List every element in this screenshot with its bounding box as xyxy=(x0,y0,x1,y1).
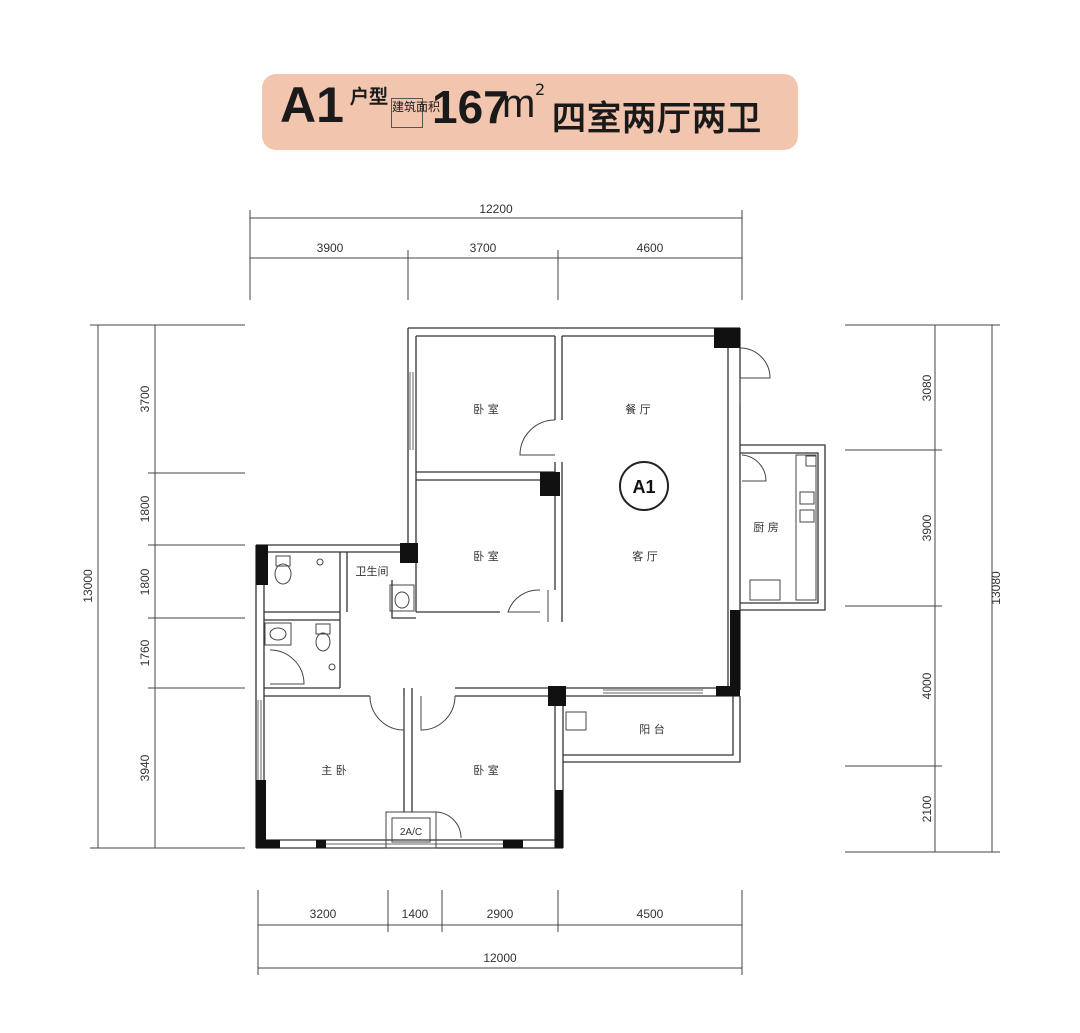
room-label-kitchen: 厨 房 xyxy=(753,521,779,534)
dim-left-seg: 1800 xyxy=(138,568,152,595)
dim-top-total: 12200 xyxy=(479,202,513,216)
room-label-bedroom: 卧 室 xyxy=(473,402,499,416)
area-unit: m xyxy=(502,82,536,126)
room-label-bedroom: 卧 室 xyxy=(473,549,499,563)
layout-description: 四室两厅两卫 xyxy=(552,99,762,139)
bottom-dimensions xyxy=(257,890,743,975)
dim-right-seg: 3900 xyxy=(920,514,934,541)
dim-top-seg: 4600 xyxy=(637,241,664,255)
room-label-living: 客 厅 xyxy=(632,549,658,563)
dim-left-seg: 1760 xyxy=(138,639,152,666)
dim-left-total: 13000 xyxy=(81,569,95,603)
stove-icon xyxy=(799,509,815,523)
room-label-dining: 餐 厅 xyxy=(625,402,651,416)
dim-bottom-seg: 2900 xyxy=(487,907,514,921)
toilet-icon xyxy=(275,555,291,567)
room-label-bedroom: 卧 室 xyxy=(473,763,499,777)
unit-marker: A1 xyxy=(632,477,655,497)
dim-right-seg: 3080 xyxy=(920,374,934,401)
kitchen-sink-icon xyxy=(749,579,781,601)
dim-top-seg: 3900 xyxy=(317,241,344,255)
ac-unit xyxy=(385,811,437,849)
area-unit-superscript: 2 xyxy=(535,80,546,99)
toilet-icon xyxy=(315,632,331,652)
balcony-basin-icon xyxy=(565,711,587,731)
ac-label: 2A/C xyxy=(400,827,422,838)
sink-icon xyxy=(264,622,292,646)
stove-icon xyxy=(799,491,815,505)
left-dimensions xyxy=(90,324,245,849)
toilet-icon xyxy=(274,563,292,585)
dim-bottom-seg: 3200 xyxy=(310,907,337,921)
shower-icon xyxy=(328,663,336,671)
doors xyxy=(269,347,771,839)
fixtures xyxy=(264,454,817,849)
ac-unit-inner xyxy=(391,817,431,843)
windows xyxy=(257,372,703,845)
room-label-bathroom: 卫生间 xyxy=(356,564,389,578)
dim-bottom-total: 12000 xyxy=(483,951,517,965)
dim-left-seg: 3700 xyxy=(138,385,152,412)
unit-marker-circle xyxy=(619,461,669,511)
unit-code: A1 xyxy=(280,77,344,133)
dim-top-seg: 3700 xyxy=(470,241,497,255)
dim-right-total: 13080 xyxy=(989,571,1003,605)
toilet-icon xyxy=(315,623,331,635)
shower-icon xyxy=(316,558,324,566)
dim-left-seg: 3940 xyxy=(138,754,152,781)
sink-icon xyxy=(389,584,415,612)
dim-right-seg: 4000 xyxy=(920,672,934,699)
dim-right-seg: 2100 xyxy=(920,795,934,822)
fridge-icon xyxy=(805,455,817,467)
title-banner: A1 户型 建筑面积 167 m 2 四室两厅两卫 xyxy=(262,74,798,150)
dim-left-seg: 1800 xyxy=(138,495,152,522)
room-label-balcony: 阳 台 xyxy=(639,722,665,736)
top-dimensions xyxy=(249,210,743,300)
room-label-master-bedroom: 主 卧 xyxy=(321,764,347,777)
wall-blocks xyxy=(256,328,740,848)
right-dimensions xyxy=(845,324,1000,853)
kitchen-counter xyxy=(795,454,817,601)
dim-bottom-seg: 1400 xyxy=(402,907,429,921)
sink-icon xyxy=(394,591,410,609)
sink-icon xyxy=(269,627,287,641)
area-value: 167 xyxy=(432,81,509,133)
dim-bottom-seg: 4500 xyxy=(637,907,664,921)
